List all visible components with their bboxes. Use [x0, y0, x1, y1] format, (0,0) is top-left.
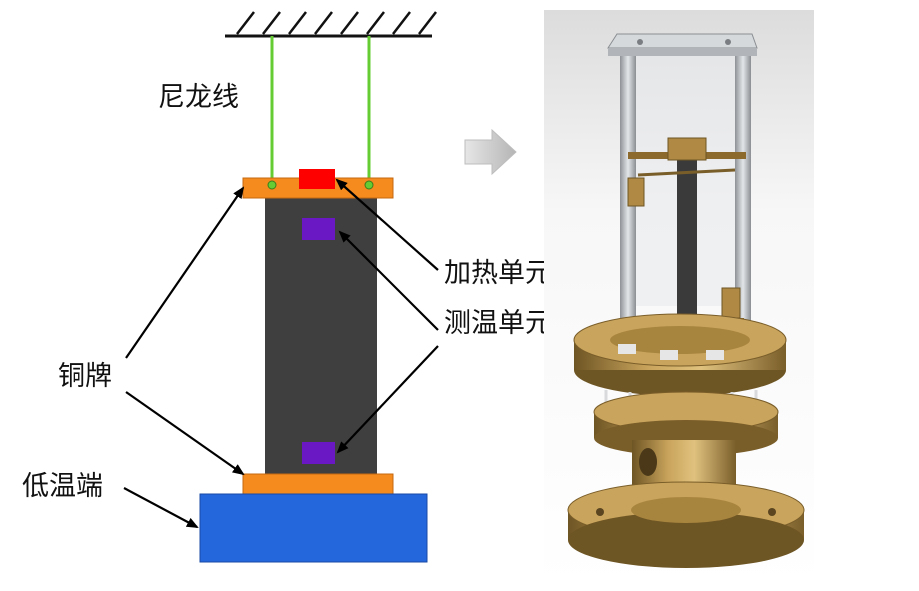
leader-arrow-sensor-top: [338, 230, 439, 331]
leader-arrow-heater: [335, 178, 439, 271]
leader-arrow-cold-end: [123, 487, 199, 528]
attachment-point-left: [267, 180, 277, 190]
temp-sensor-bottom: [302, 442, 335, 464]
schematic-diagram: 尼龙线 加热单元 测温单元 铜牌 低温端: [22, 11, 552, 563]
apparatus-photo: [544, 10, 814, 585]
label-copper-plate: 铜牌: [58, 361, 112, 392]
cold-end-block: [199, 493, 428, 563]
leader-arrow-copper-top: [125, 186, 245, 359]
copper-plate-bottom: [242, 473, 394, 495]
leader-arrow-sensor-bottom: [336, 345, 439, 454]
sample-strip: [677, 150, 697, 340]
right-arrow-icon: [464, 128, 517, 176]
ceiling-support: [225, 11, 437, 38]
attachment-point-right: [364, 180, 374, 190]
label-heating-unit: 加热单元: [444, 258, 552, 289]
label-cold-end: 低温端: [22, 471, 103, 502]
frame-post-right: [735, 56, 751, 336]
leader-arrow-copper-bottom: [125, 391, 245, 476]
label-temp-sensing-unit: 测温单元: [444, 308, 552, 339]
label-nylon-line: 尼龙线: [158, 82, 239, 113]
top-bracket: [607, 33, 758, 49]
temp-sensor-top: [302, 218, 335, 240]
heater-block: [299, 169, 335, 189]
